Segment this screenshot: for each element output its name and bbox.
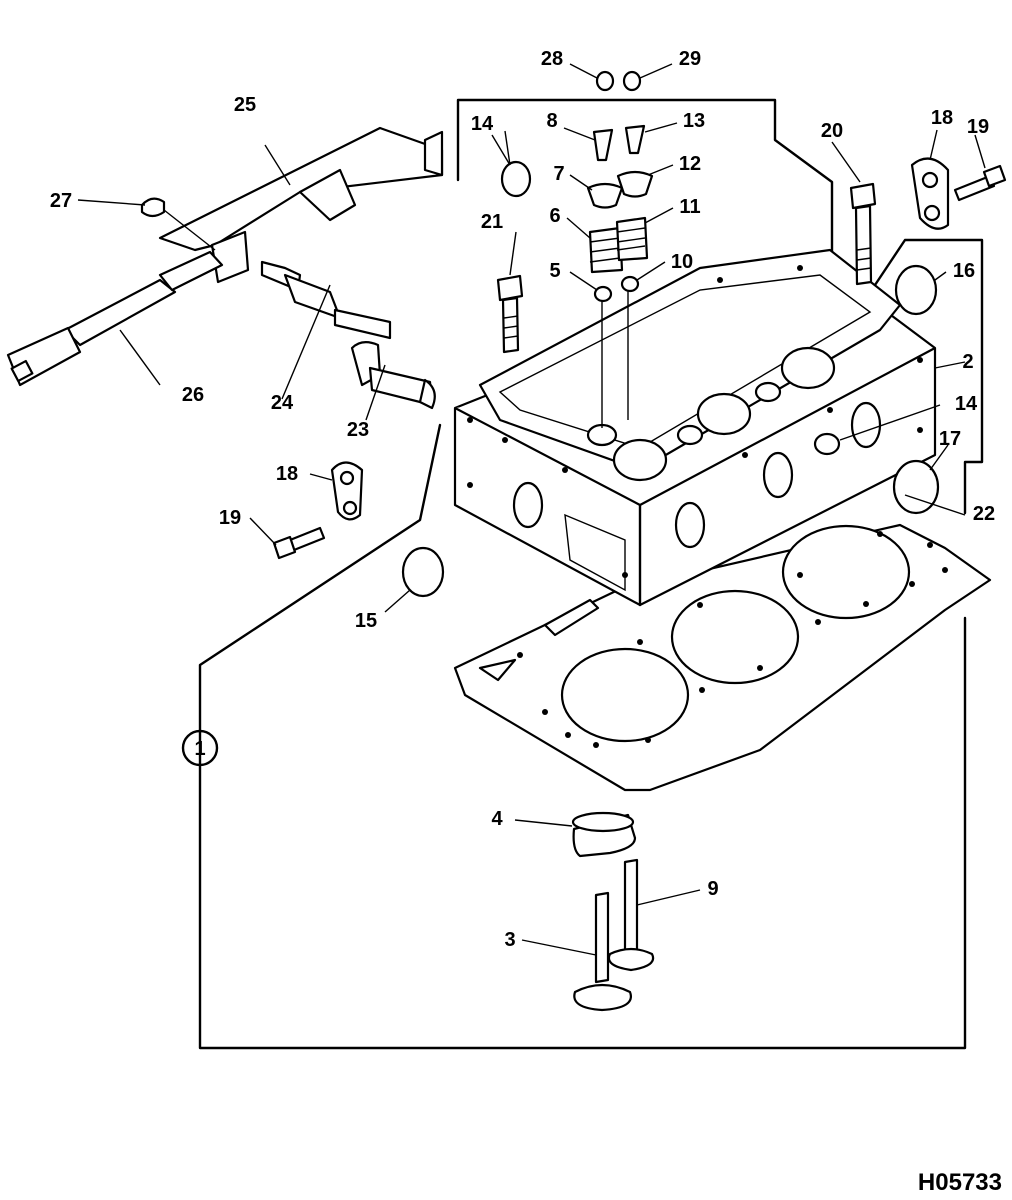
cylinder-head-block [453,248,937,607]
callout-14-top: 14 [471,113,494,135]
callout-19-right: 19 [967,116,989,138]
leader-lines [77,63,986,956]
callout-22: 22 [973,503,995,525]
callout-20: 20 [821,120,843,142]
callout-21: 21 [481,211,503,233]
glow-plug-assembly [6,126,444,410]
group-marker: 1 [181,729,219,767]
callout-28: 28 [541,48,563,70]
callout-24: 24 [271,392,294,414]
valve-train-parts [586,124,654,428]
callout-11: 11 [679,196,700,218]
callout-6: 6 [549,205,560,227]
callout-9: 9 [707,878,718,900]
callout-18-left: 18 [276,463,298,485]
callout-14-right: 14 [955,393,978,415]
valves [571,811,655,1012]
plugs [401,70,940,598]
group-marker-label: 1 [194,738,205,760]
callout-27: 27 [50,190,72,212]
callout-12: 12 [679,153,701,175]
callout-5: 5 [549,260,560,282]
callout-15: 15 [355,610,377,632]
callout-26: 26 [182,384,204,406]
callout-29: 29 [679,48,701,70]
callout-2: 2 [962,351,973,373]
callout-4: 4 [491,808,503,830]
head-bolts [496,182,877,354]
reference-code: H05733 [918,1169,1002,1196]
callout-labels: 2 3 4 5 6 7 8 9 10 11 12 13 14 14 15 16 … [50,48,995,951]
callout-17: 17 [939,428,961,450]
lifting-brackets [272,157,1007,560]
callout-7: 7 [553,163,564,185]
callout-13: 13 [683,110,705,132]
callout-18-right: 18 [931,107,953,129]
callout-25: 25 [234,94,256,116]
callout-16: 16 [953,260,975,282]
callout-23: 23 [347,419,369,441]
cylinder-head-gasket [453,523,992,792]
callout-3: 3 [504,929,515,951]
callout-8: 8 [546,110,557,132]
callout-10: 10 [671,251,693,273]
callout-19-left: 19 [219,507,241,529]
